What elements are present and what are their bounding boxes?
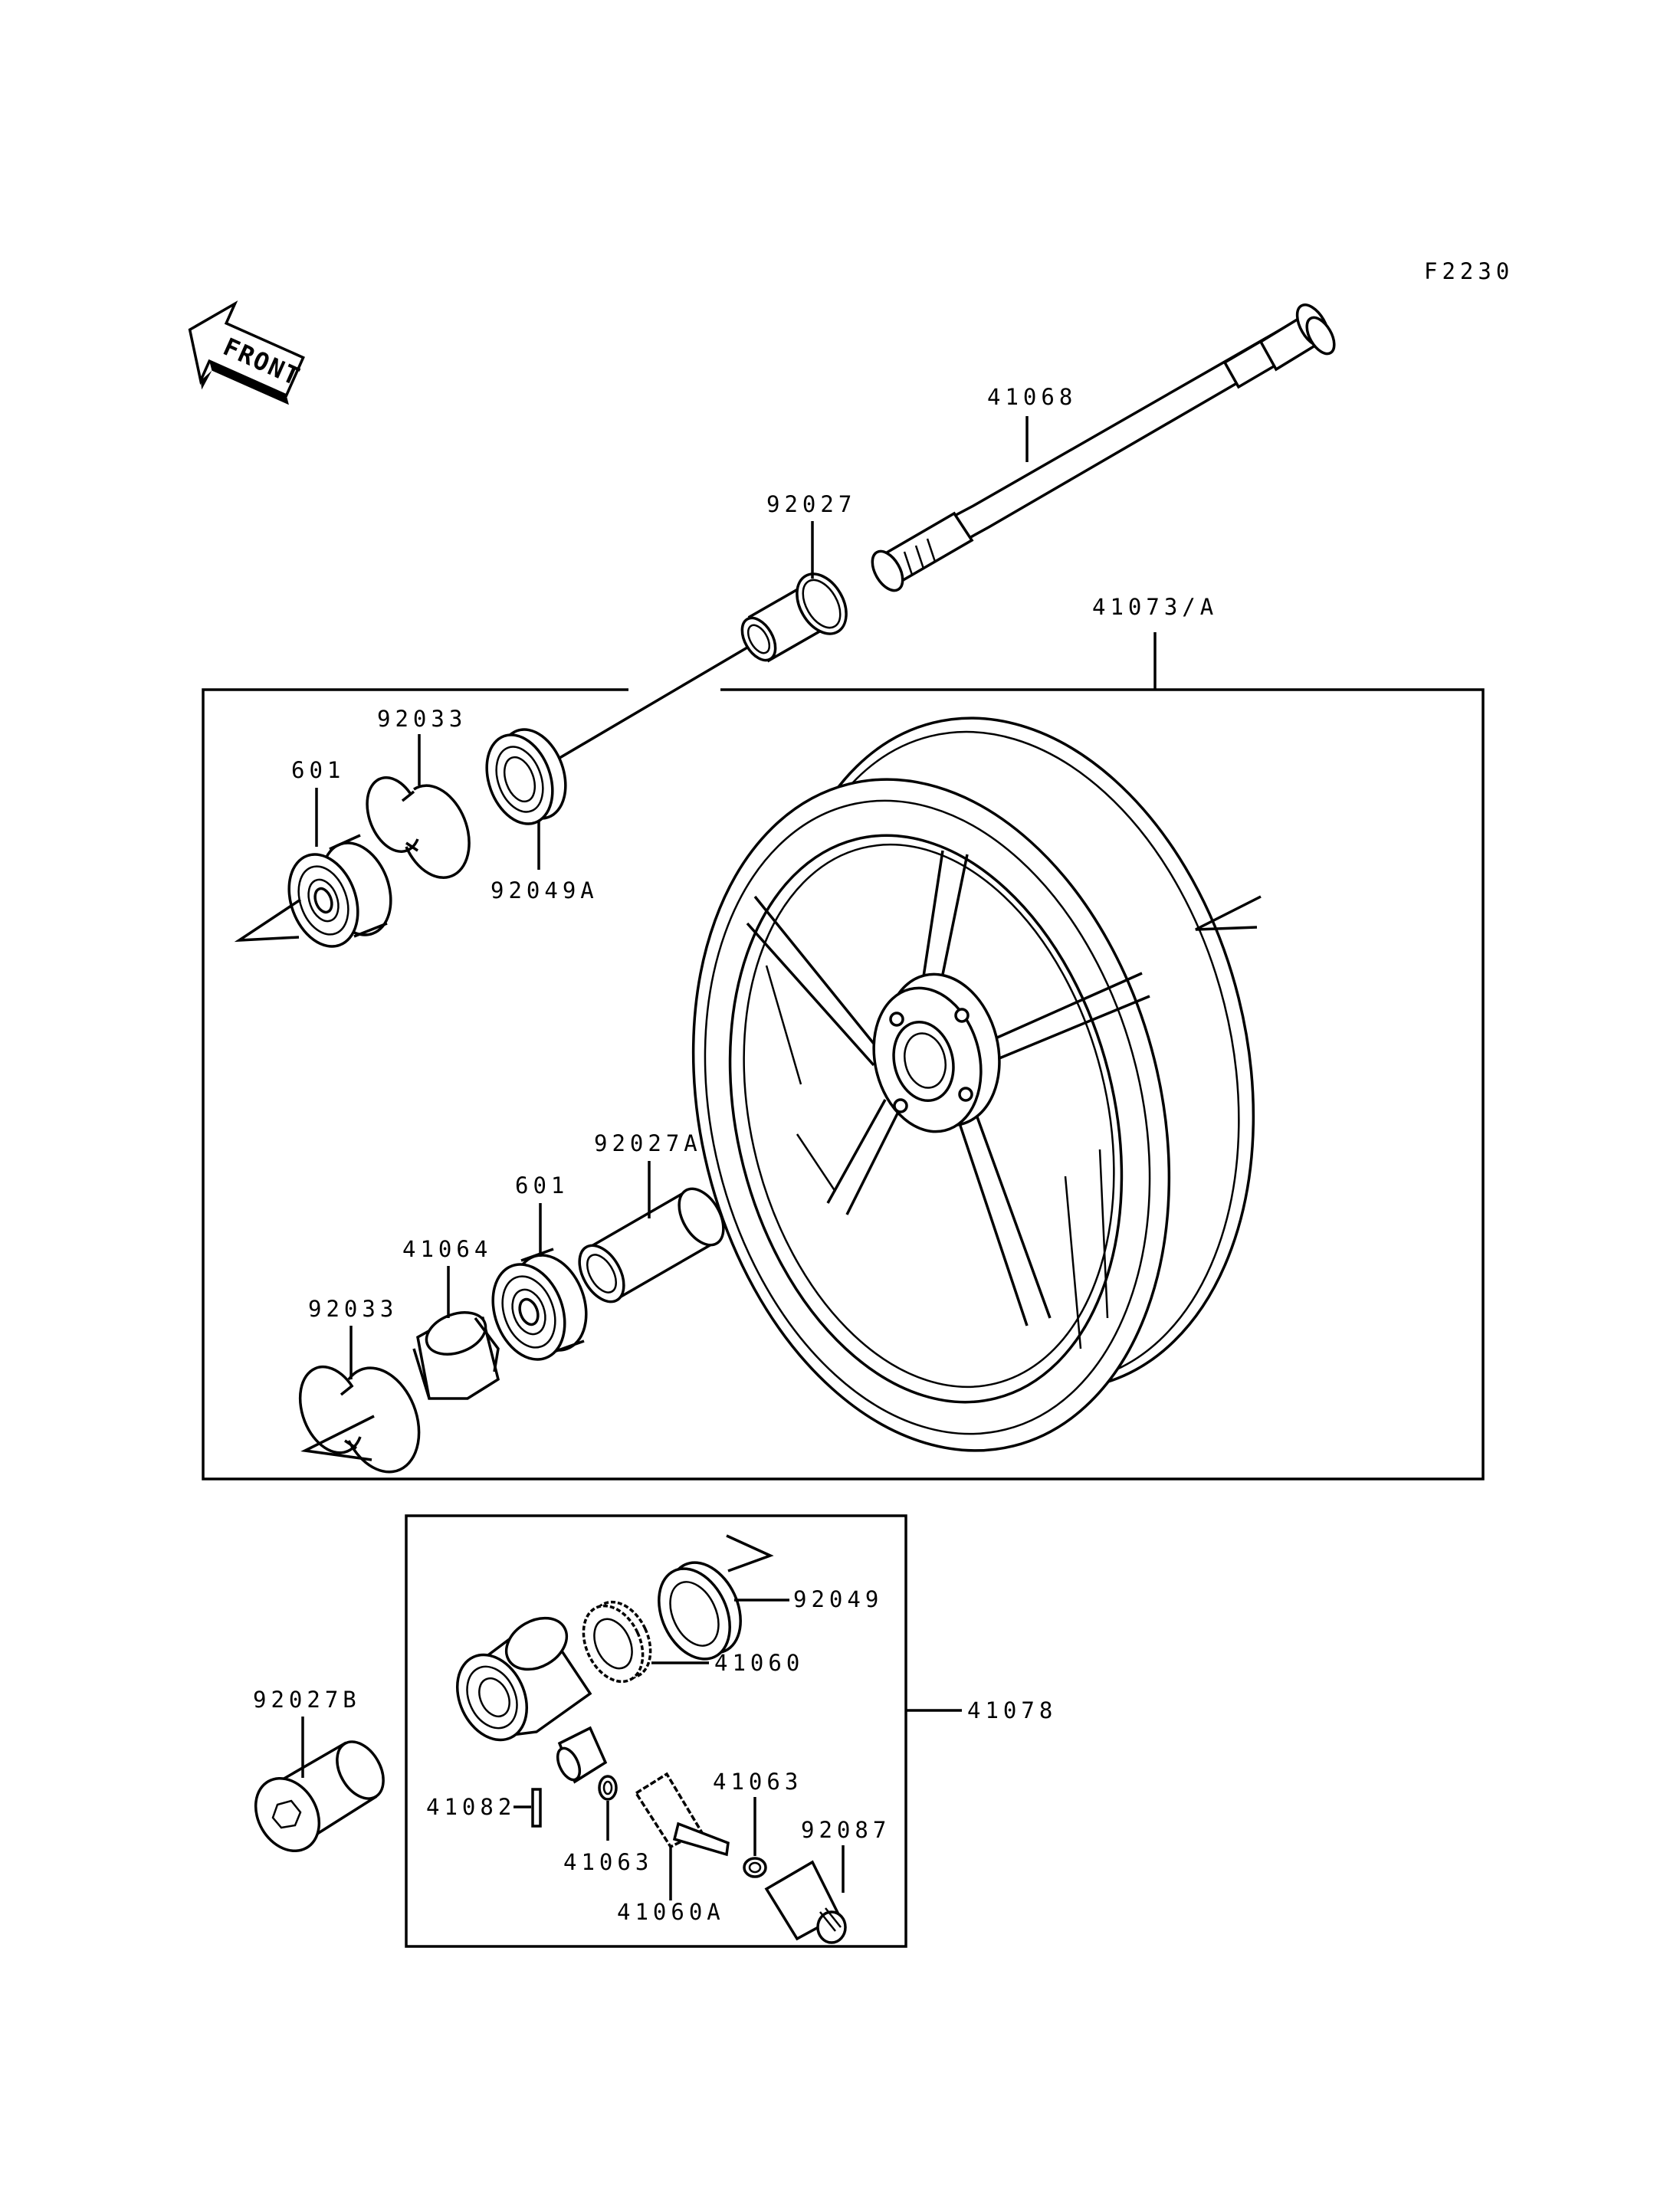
collar-92027b <box>254 1740 385 1853</box>
label-pinion-41060a: 41060A <box>617 1899 725 1925</box>
oil-seal-92049a <box>485 728 567 825</box>
label-pin-41082: 41082 <box>426 1794 516 1820</box>
axle-41068 <box>871 303 1336 592</box>
oil-seal-92049 <box>658 1561 742 1661</box>
label-circlip-92033-lower: 92033 <box>308 1296 398 1322</box>
label-gear-41060: 41060 <box>714 1650 804 1676</box>
meter-gear-41060 <box>582 1600 652 1684</box>
front-arrow-icon: FRONT <box>188 300 305 405</box>
label-washer-41063-a: 41063 <box>563 1849 653 1875</box>
label-collar-92027a: 92027A <box>594 1130 702 1156</box>
label-bearing-601-upper: 601 <box>291 757 345 783</box>
label-oil-seal-92049a: 92049A <box>491 877 599 903</box>
circlip-92033-upper <box>366 776 471 879</box>
label-plate-41064: 41064 <box>402 1236 492 1262</box>
pin-41082 <box>531 1788 542 1828</box>
label-seal-92049: 92049 <box>793 1586 883 1612</box>
washer-41063-a <box>598 1775 618 1801</box>
label-bushing-92087: 92087 <box>801 1817 891 1843</box>
bearing-601-upper <box>287 834 392 948</box>
label-circlip-92033-upper: 92033 <box>377 706 467 732</box>
front-wheel-41073 <box>691 716 1255 1452</box>
figure-code: F2230 <box>1424 258 1514 284</box>
collar-92027 <box>740 572 848 663</box>
label-axle-41068: 41068 <box>987 384 1077 410</box>
bearing-601-lower <box>491 1248 588 1361</box>
label-bearing-601-lower: 601 <box>515 1172 569 1199</box>
wheel-assembly-frame <box>202 688 1485 1481</box>
label-washer-41063-b: 41063 <box>713 1769 802 1795</box>
meter-gear-housing-frame <box>405 1514 907 1948</box>
washer-41063-b <box>743 1857 767 1878</box>
pinion-41060a <box>634 1772 730 1857</box>
label-collar-92027b: 92027B <box>253 1687 361 1713</box>
gear-housing-body <box>455 1616 608 1784</box>
bushing-92087 <box>764 1860 847 1944</box>
gear-housing-plate-41064 <box>412 1311 500 1400</box>
circlip-92033-lower <box>298 1366 421 1474</box>
label-wheel-41073a: 41073/A <box>1092 594 1218 620</box>
label-housing-41078: 41078 <box>967 1697 1057 1723</box>
label-collar-92027: 92027 <box>766 491 856 517</box>
distance-collar-92027a <box>578 1187 725 1303</box>
